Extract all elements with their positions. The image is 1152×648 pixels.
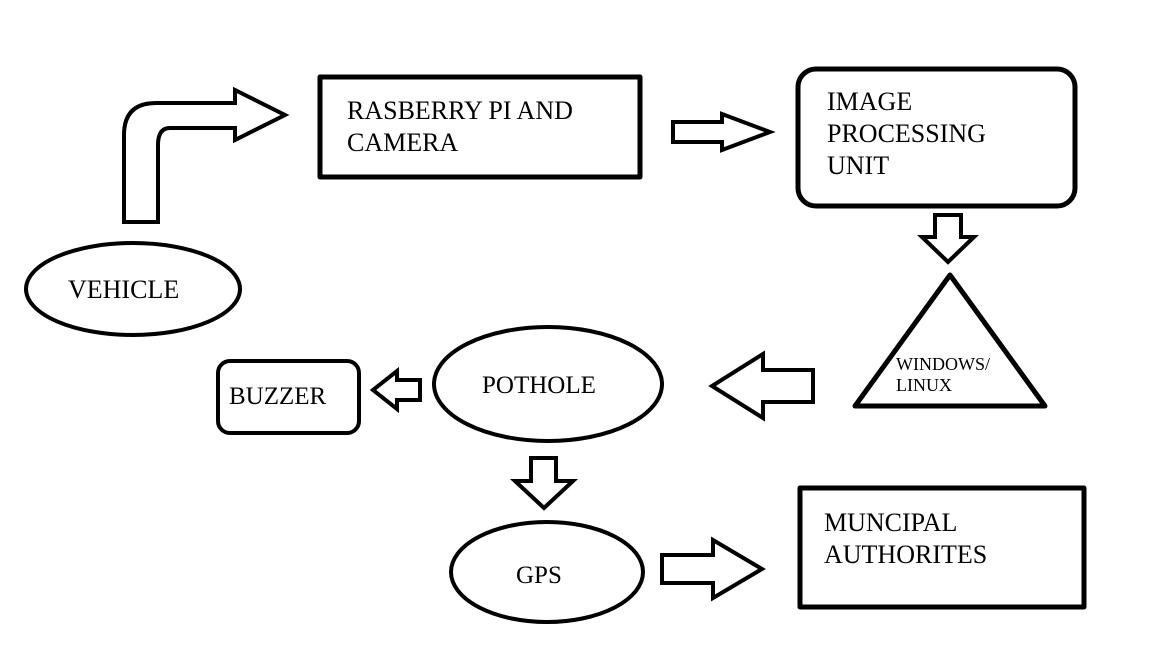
- node-pothole: [432, 325, 664, 443]
- node-vehicle: [24, 241, 242, 337]
- arrow-processing-to-os: [917, 213, 979, 265]
- label-image-processing: IMAGE PROCESSING UNIT: [827, 87, 986, 180]
- arrow-vehicle-to-raspberry: [122, 86, 290, 224]
- node-municipal-authorities: [797, 485, 1087, 610]
- label-buzzer: BUZZER: [229, 383, 327, 410]
- label-pothole: POTHOLE: [482, 372, 596, 399]
- label-vehicle: VEHICLE: [68, 275, 180, 304]
- arrow-gps-to-municipal: [660, 536, 766, 602]
- node-windows-linux: [852, 272, 1048, 409]
- node-buzzer: [216, 359, 361, 435]
- label-windows-linux: WINDOWS/ LINUX: [896, 354, 990, 395]
- arrow-raspberry-to-processing: [671, 111, 776, 153]
- node-raspberry-pi: [317, 74, 643, 180]
- label-raspberry-pi: RASBERRY PI AND CAMERA: [347, 96, 573, 157]
- arrow-pothole-to-buzzer: [369, 366, 422, 414]
- arrow-os-to-pothole: [708, 350, 815, 422]
- node-gps: [449, 520, 645, 624]
- arrow-pothole-to-gps: [509, 456, 579, 511]
- label-gps: GPS: [516, 562, 562, 589]
- node-image-processing: [795, 66, 1078, 209]
- label-municipal-authorities: MUNCIPAL AUTHORITES: [824, 508, 988, 569]
